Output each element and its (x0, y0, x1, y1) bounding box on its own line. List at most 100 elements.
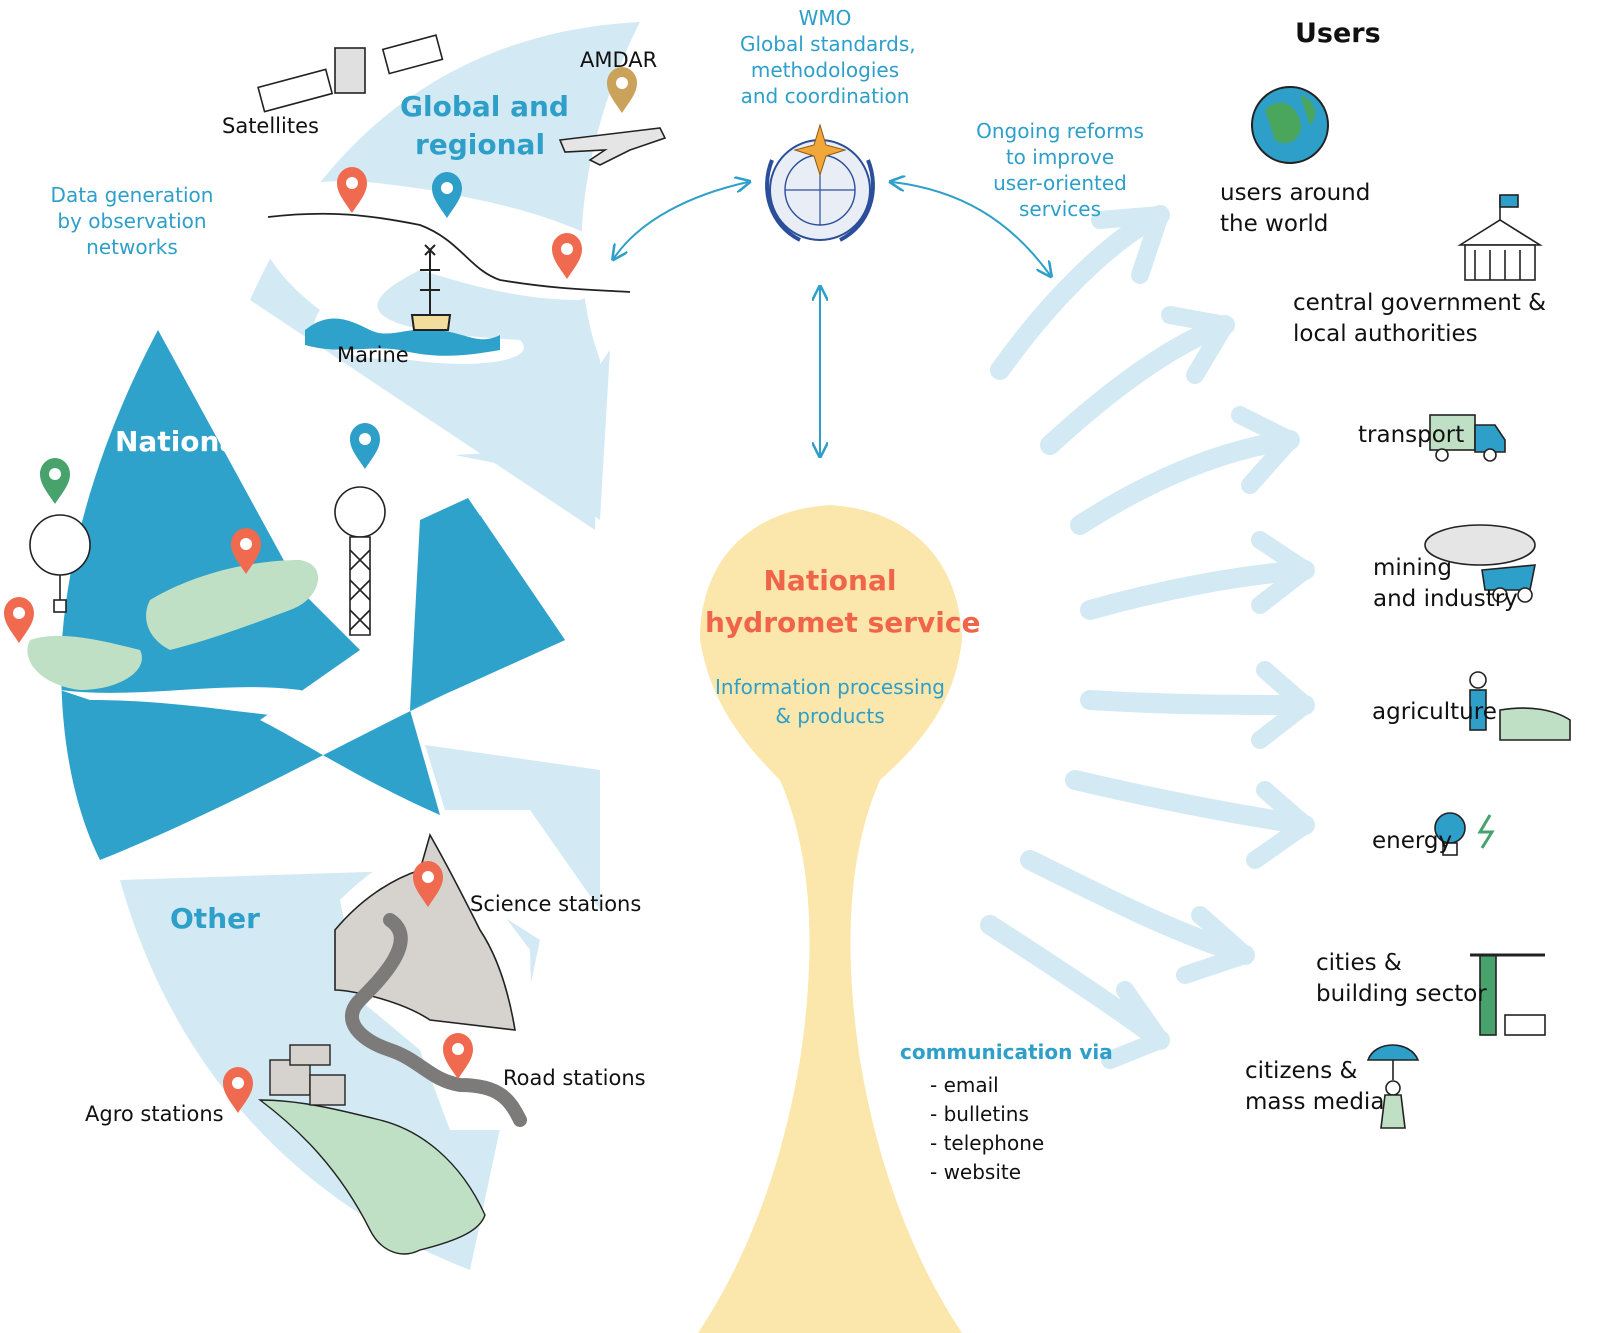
wmo-emblem-icon (765, 123, 875, 242)
user-group-label-line: local authorities (1293, 321, 1478, 347)
agro-stations-label: Agro stations (85, 1102, 224, 1126)
user-group-transport: transport (1358, 420, 1464, 451)
observation-note-line-2: by observation (57, 209, 207, 233)
user-group-label-line: energy (1372, 828, 1453, 854)
national-land-green-2 (27, 635, 142, 690)
user-group-government: central government & local authorities (1293, 288, 1546, 350)
observation-note-line-1: Data generation (50, 183, 214, 207)
national-network-wedge (61, 330, 566, 860)
reform-caption-line-4: services (1018, 197, 1102, 221)
nhs-subtitle-line-1: Information processing (715, 675, 945, 699)
wmo-caption-line-3: methodologies (750, 58, 900, 82)
farm-buildings-icon (269, 1044, 346, 1106)
science-stations-label: Science stations (470, 892, 642, 916)
nhs-subtitle-line-2: & products (775, 704, 885, 728)
umbrella-person-icon (1366, 1044, 1420, 1129)
reform-caption: Ongoing reforms to improve user-oriented… (970, 118, 1150, 222)
communication-item: - telephone (930, 1131, 1045, 1155)
road-stations-label: Road stations (503, 1066, 646, 1090)
user-group-agriculture: agriculture (1372, 697, 1497, 728)
national-title: National (115, 425, 248, 458)
reform-caption-line-2: to improve (1005, 145, 1115, 169)
wmo-caption: WMO Global standards, methodologies and … (740, 5, 916, 109)
farmer-icon (1469, 671, 1571, 741)
user-group-label-line: transport (1358, 422, 1465, 448)
nhs-title: National hydromet service (705, 560, 981, 644)
mining-truck-icon (1424, 524, 1536, 603)
user-group-label-line: mining (1373, 555, 1452, 581)
global-title-line-1: Global and (400, 90, 569, 123)
user-group-label-line: building sector (1316, 981, 1487, 1007)
mountain-road (345, 913, 527, 1127)
user-group-label-line: central government & (1293, 290, 1547, 316)
arrow-wmo-global (614, 182, 748, 258)
buoy-icon (410, 244, 452, 331)
nhs-funnel (698, 505, 962, 1333)
user-group-mining: mining and industry (1373, 553, 1518, 615)
truck-icon (1429, 414, 1506, 462)
nhs-title-line-1: National (763, 564, 897, 597)
globe-icon (1251, 86, 1329, 164)
satellite-icon (257, 34, 444, 113)
agro-fields (257, 1099, 486, 1255)
fan-arrow-3 (1070, 430, 1300, 535)
reform-caption-line-1: Ongoing reforms (976, 119, 1144, 143)
radar-tower-icon (334, 486, 386, 636)
arrow-wmo-users (892, 182, 1050, 275)
fan-arrow-8 (980, 915, 1170, 1050)
amdar-label: AMDAR (580, 48, 658, 72)
national-land-green (146, 560, 319, 650)
satellites-label: Satellites (222, 114, 319, 138)
marine-waves (305, 318, 500, 356)
nhs-subtitle: Information processing & products (705, 673, 955, 731)
user-group-world: users around the world (1220, 178, 1370, 240)
fan-arrow-7 (1020, 850, 1255, 965)
fan-arrow-6 (1065, 770, 1315, 835)
user-group-label-line: cities & (1316, 950, 1402, 976)
wmo-caption-line-2: Global standards, (740, 32, 916, 56)
observation-note-line-3: networks (86, 235, 178, 259)
user-group-label-line: mass media (1245, 1089, 1385, 1115)
fan-arrow-5 (1080, 690, 1315, 715)
national-pin-4 (4, 597, 34, 643)
user-group-label-line: the world (1220, 211, 1329, 237)
amdar-pin (607, 67, 637, 113)
reform-caption-line-3: user-oriented (993, 171, 1127, 195)
user-group-label-line: and industry (1373, 586, 1518, 612)
communication-item: - website (930, 1160, 1022, 1184)
national-arrow (410, 498, 565, 710)
communication-title: communication via (900, 1040, 1113, 1064)
airplane-icon (558, 127, 667, 166)
global-title-line-2: regional (414, 128, 546, 161)
user-group-label-line: users around (1220, 180, 1371, 206)
wmo-caption-line-4: and coordination (740, 84, 910, 108)
crane-icon (1470, 953, 1546, 1036)
communication-item: - bulletins (930, 1102, 1029, 1126)
national-pin-2 (40, 458, 70, 504)
national-river (60, 687, 331, 720)
fan-arrow-2 (1040, 315, 1235, 455)
national-pin-1 (350, 423, 380, 469)
user-group-label-line: agriculture (1372, 699, 1497, 725)
light-bulb-icon (1434, 812, 1495, 856)
fan-arrow-4 (1080, 560, 1315, 620)
global-inflow-arrow (455, 350, 610, 520)
other-title: Other (170, 902, 260, 935)
weather-balloon-icon (29, 514, 91, 613)
user-group-citizens: citizens & mass media (1245, 1056, 1384, 1118)
user-group-energy: energy (1372, 826, 1452, 857)
marine-label: Marine (337, 343, 409, 367)
user-group-label-line: citizens & (1245, 1058, 1358, 1084)
communication-list: - email - bulletins - telephone - websit… (930, 1071, 1044, 1187)
fan-arrow-1 (990, 205, 1170, 380)
observation-note: Data generation by observation networks (48, 182, 216, 260)
global-title: Global and regional (400, 88, 569, 164)
nhs-title-line-2: hydromet service (705, 606, 981, 639)
other-inflow-arrow (425, 745, 600, 910)
communication-item: - email (930, 1073, 999, 1097)
government-building-icon (1457, 194, 1543, 281)
wmo-caption-line-1: WMO (798, 6, 852, 30)
global-map-patch (258, 181, 611, 364)
